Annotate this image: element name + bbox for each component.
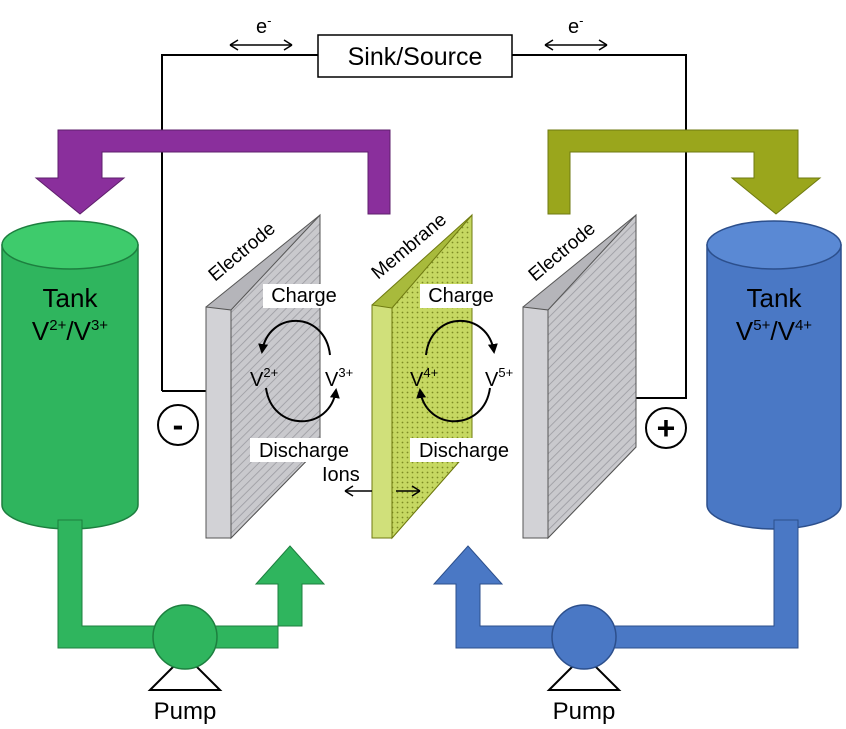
purple-flow-arrow [34,129,391,215]
svg-text:-: - [173,407,184,443]
circuit-wires [161,54,687,399]
left-cycle-ion-b: V3+ [325,365,353,391]
ions-transport: Ions [322,464,421,497]
tank-left: Tank V2+/V3+ [1,220,139,530]
electrode-right: Electrode [522,213,637,540]
left-charge-label: Charge [271,285,337,307]
positive-terminal: + [645,407,687,449]
tank-right-label: Tank [747,283,803,313]
electron-arrow-right: e- [544,13,608,51]
pump-right-label: Pump [553,698,616,725]
tank-right-ions: V5+/V4+ [736,316,812,346]
tank-left-label: Tank [43,283,99,313]
pump-right: Pump [546,604,622,725]
electron-label-right: e- [568,13,583,38]
electron-label-left: e- [256,13,271,38]
green-flow-pipe [57,519,326,649]
right-cycle: Charge V4+ V5+ Discharge [410,284,518,462]
sink-source-box: Sink/Source [317,34,513,78]
ions-label: Ions [322,464,360,486]
right-cycle-ion-b: V5+ [485,365,513,391]
pump-left-label: Pump [154,698,217,725]
electron-arrow-left: e- [229,13,293,51]
svg-text:+: + [657,410,676,446]
pump-left: Pump [147,604,223,725]
left-cycle-ion-a: V2+ [250,365,278,391]
right-discharge-label: Discharge [419,440,509,462]
right-cycle-ion-a: V4+ [410,365,438,391]
negative-terminal: - [157,404,199,446]
blue-flow-pipe [432,519,799,649]
sink-source-label: Sink/Source [348,43,483,71]
olive-flow-arrow [547,129,822,215]
tank-right: Tank V5+/V4+ [706,220,842,530]
left-discharge-label: Discharge [259,440,349,462]
right-charge-label: Charge [428,285,494,307]
tank-left-ions: V2+/V3+ [32,316,108,346]
left-cycle: Charge V2+ V3+ Discharge [250,284,358,462]
